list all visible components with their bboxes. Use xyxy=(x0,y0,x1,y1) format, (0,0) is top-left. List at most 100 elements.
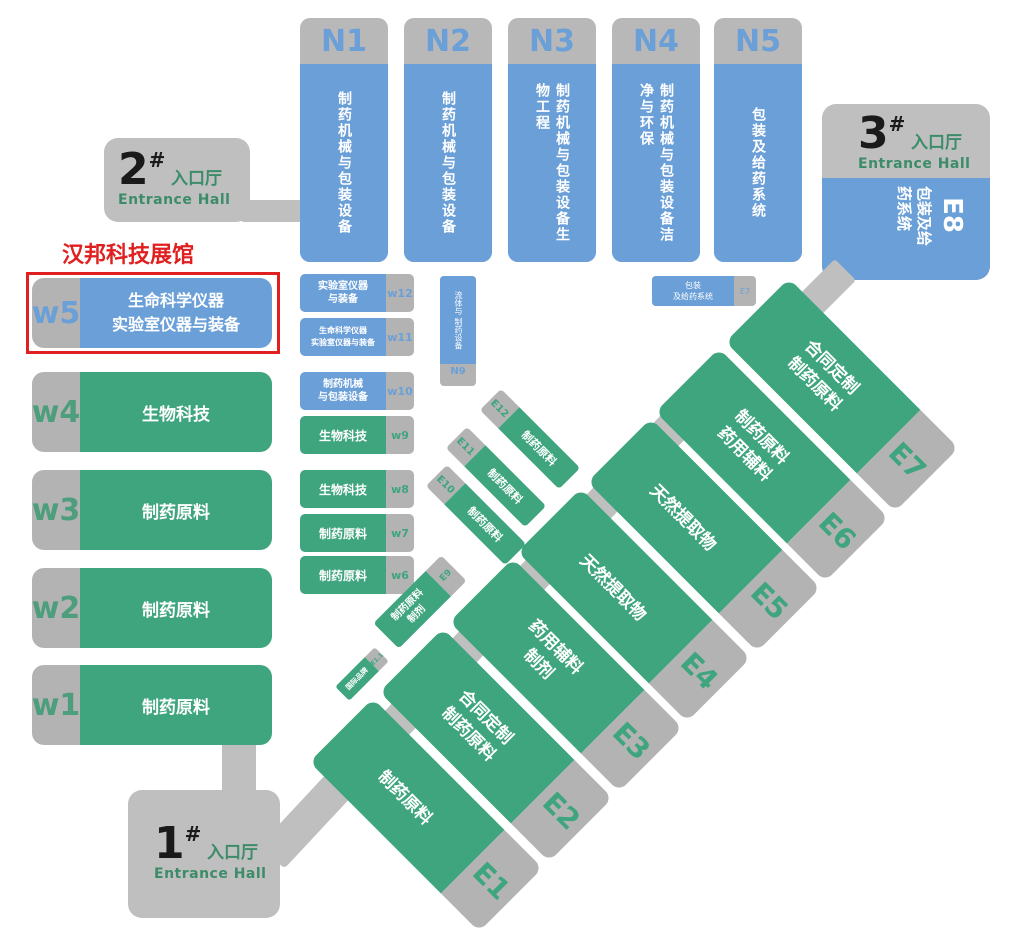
hall-label: 制药原料 xyxy=(318,526,367,541)
hall-n3[interactable]: N3 制药机械与包装设备生物工程 xyxy=(508,18,596,262)
hall-label: 制药原料 xyxy=(142,502,210,523)
entrance-number: 2 xyxy=(118,144,149,195)
corridor-1-link xyxy=(222,740,256,800)
hall-label: 天然提取物 xyxy=(646,480,721,555)
entrance-cn: 入口厅 xyxy=(170,169,222,189)
company-label: 汉邦科技展馆 xyxy=(62,243,195,268)
hall-w3[interactable]: w3 制药原料 xyxy=(32,470,272,550)
hall-label: 制药原料 xyxy=(374,766,437,829)
hall-label-2: 及给药系统 xyxy=(673,292,713,301)
highlight-box xyxy=(26,272,280,354)
hall-code: N5 xyxy=(735,23,781,59)
hall-code: w3 xyxy=(32,470,80,550)
hall-label: 国际品牌 xyxy=(344,666,370,692)
entrance-hash: # xyxy=(148,148,166,172)
hall-w11[interactable]: 生命科学仪器 实验室仪器与装备 w11 xyxy=(300,318,414,356)
hall-label: 制药机械与包装设备生物工程 xyxy=(534,83,570,243)
hall-code: w9 xyxy=(391,428,409,442)
hall-label-2: 与包装设备 xyxy=(318,392,368,403)
hall-label: 制药机械与包装设备 xyxy=(336,91,352,235)
hall-code: w4 xyxy=(32,372,80,452)
hall-code: w5 xyxy=(32,278,80,348)
entrance-1: 1# 入口厅 Entrance Hall xyxy=(154,822,267,883)
hall-w10[interactable]: 制药机械 与包装设备 w10 xyxy=(300,372,414,410)
hall-e8[interactable]: 包装及给药系统 E8 xyxy=(822,178,990,280)
hall-label-1: 生命科学仪器 xyxy=(319,326,367,335)
hall-label-2: 实验室仪器与装备 xyxy=(311,338,375,347)
hall-n1[interactable]: N1 制药机械与包装设备 xyxy=(300,18,388,262)
hall-label: 生物科技 xyxy=(318,428,367,443)
hall-n2[interactable]: N2 制药机械与包装设备 xyxy=(404,18,492,262)
entrance-cn: 入口厅 xyxy=(910,133,962,153)
hall-label: 制药原料 xyxy=(142,600,210,621)
hall-w7[interactable]: 制药原料 w7 xyxy=(300,514,414,552)
hall-label-1: 生命科学仪器 xyxy=(127,291,224,310)
entrance-hash: # xyxy=(888,112,906,136)
hall-w8[interactable]: 生物科技 w8 xyxy=(300,470,414,508)
hall-w4[interactable]: w4 生物科技 xyxy=(32,372,272,452)
hall-code: E2 xyxy=(536,785,588,837)
hall-label: 制药机械与包装设备洁净与环保 xyxy=(638,83,674,243)
hall-w9[interactable]: 生物科技 w9 xyxy=(300,416,414,454)
hall-e7-small[interactable]: 包装 及给药系统 E7 xyxy=(652,276,756,306)
hall-label: 制药机械与包装设备 xyxy=(440,91,456,235)
hall-code: E6 xyxy=(812,505,864,557)
hall-code: N1 xyxy=(321,23,367,59)
hall-n5[interactable]: N5 包装及给药系统 xyxy=(714,18,802,262)
hall-code: w8 xyxy=(391,482,409,496)
entrance-2: 2# 入口厅 Entrance Hall xyxy=(118,148,231,209)
hall-label: 包装及给药系统 xyxy=(895,186,933,247)
corridor-2-entrance xyxy=(104,138,250,222)
entrance-cn: 入口厅 xyxy=(206,843,258,863)
hall-label: 制药原料 xyxy=(318,568,367,583)
hall-code: E8 xyxy=(937,197,968,233)
hall-label: 生物科技 xyxy=(142,404,210,425)
hall-code: E7 xyxy=(882,435,934,487)
hall-label: 制药原料 xyxy=(464,504,505,545)
hall-w12[interactable]: 实验室仪器 与装备 w12 xyxy=(300,274,414,312)
hall-code: E3 xyxy=(606,715,658,767)
corridor-1-entrance xyxy=(128,790,280,918)
hall-code: E1 xyxy=(466,855,518,907)
hall-code: E11 xyxy=(454,435,477,458)
hall-label-2: 与装备 xyxy=(328,294,358,305)
hall-code: E10 xyxy=(434,473,457,496)
hall-code: E7 xyxy=(739,286,751,296)
hall-code: w11 xyxy=(387,330,413,344)
hall-n6[interactable]: 流体与 制药设备 6N xyxy=(440,276,476,386)
hall-label-2: 实验室仪器与装备 xyxy=(111,315,240,334)
hall-label: 生物科技 xyxy=(318,482,367,497)
entrance-en: Entrance Hall xyxy=(118,192,231,208)
hall-label: 天然提取物 xyxy=(576,550,651,625)
hall-code: w1 xyxy=(32,665,80,745)
hall-code: E9 xyxy=(438,567,455,584)
hall-code: N2 xyxy=(425,23,471,59)
hall-label: 流体与 制药设备 xyxy=(454,290,463,350)
hall-w6[interactable]: 制药原料 w6 xyxy=(300,556,414,594)
hall-code: N4 xyxy=(633,23,679,59)
hall-label-1: 实验室仪器 xyxy=(318,281,368,292)
hall-label-1: 制药机械 xyxy=(323,379,363,390)
hall-code: E12 xyxy=(488,397,511,420)
hall-code: w12 xyxy=(387,286,413,300)
entrance-3: 3# 入口厅 Entrance Hall xyxy=(858,112,971,173)
hall-w1[interactable]: w1 制药原料 xyxy=(32,665,272,745)
hall-label: 制药原料 xyxy=(518,428,559,469)
hall-label: 包装及给药系统 xyxy=(750,107,766,219)
hall-code: w10 xyxy=(387,384,413,398)
hall-e1-1[interactable]: 国际品牌 E1.1 xyxy=(335,647,389,701)
entrance-number: 3 xyxy=(858,108,889,159)
hall-n4[interactable]: N4 制药机械与包装设备洁净与环保 xyxy=(612,18,700,262)
entrance-en: Entrance Hall xyxy=(154,866,267,882)
hall-w2[interactable]: w2 制药原料 xyxy=(32,568,272,648)
hall-w5[interactable]: w5 生命科学仪器 实验室仪器与装备 xyxy=(32,278,272,348)
entrance-hash: # xyxy=(184,822,202,846)
hall-code: N3 xyxy=(529,23,575,59)
corridor-2-link xyxy=(240,200,312,222)
hall-code: E5 xyxy=(744,575,796,627)
entrance-en: Entrance Hall xyxy=(858,156,971,172)
hall-code: w6 xyxy=(391,568,409,582)
hall-code: w7 xyxy=(391,526,409,540)
entrance-number: 1 xyxy=(154,818,185,869)
